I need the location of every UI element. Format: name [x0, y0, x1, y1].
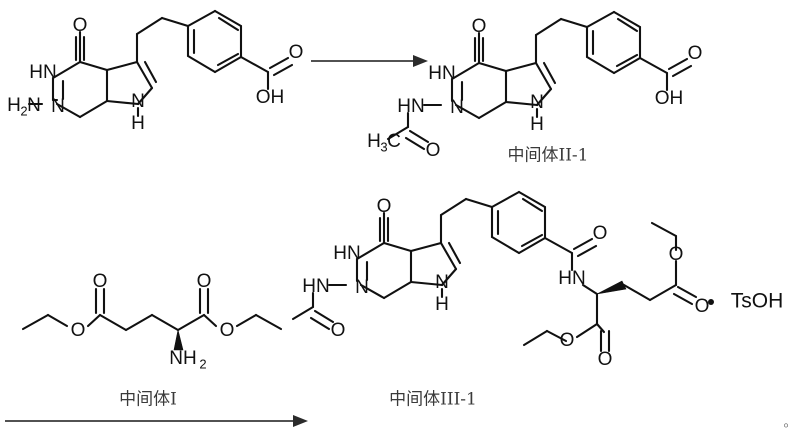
atom-label-hn: HN [333, 243, 360, 264]
salt-label-tsoh: TsOH [731, 290, 784, 313]
structure-compound-4: O HN N HN O N H O HN O O O O TsOH [291, 190, 784, 370]
atom-label-oh: OH [256, 87, 285, 108]
atom-label-hn: HN [428, 63, 455, 84]
atom-label-hn: HN [29, 62, 56, 83]
reaction-arrow-1 [311, 55, 428, 67]
atom-label-o: O [197, 271, 212, 292]
atom-label-carbonyl-o: O [688, 43, 703, 64]
trailing-period: 。 [783, 416, 796, 431]
atom-label-acetyl-o: O [331, 320, 346, 341]
atom-label-n7-h: H [131, 113, 145, 134]
atom-label-hn-acyl: HN [397, 96, 424, 117]
atom-label-ester-o-link: O [560, 330, 575, 351]
atom-label-acetyl-o: O [426, 140, 441, 161]
atom-label-h2n-n: N [27, 95, 41, 116]
atom-label-n7: N [530, 92, 544, 113]
atom-label-n7: N [131, 91, 145, 112]
atom-label-hn-acyl: HN [302, 276, 329, 297]
atom-label-carbonyl-o: O [289, 42, 304, 63]
atom-label-h3c-h: H [367, 131, 381, 152]
atom-label-h2n-2: 2 [20, 103, 27, 118]
atom-label-h2n-h: H [7, 95, 21, 116]
atom-label-o: O [73, 15, 88, 36]
atom-label-ester-o: O [598, 349, 613, 370]
atom-label-ester-o2: O [695, 296, 710, 317]
atom-label-amide-o: O [593, 223, 608, 244]
atom-label-n: N [450, 97, 464, 118]
atom-label-h3c-c: C [387, 131, 401, 152]
salt-dot [708, 299, 714, 305]
caption-intermediate-2: 中间体II-1 [508, 146, 589, 166]
atom-label-ester-o2-link: O [669, 244, 684, 265]
atom-label-n: N [51, 96, 65, 117]
atom-label-amide-hn: HN [558, 268, 585, 289]
atom-label-n7-h: H [530, 114, 544, 135]
structure-compound-2: O HN N HN H 3 C O N H O OH [367, 10, 703, 161]
atom-label-oh: OH [655, 88, 684, 109]
atom-label-o: O [472, 16, 487, 37]
atom-label-n7: N [435, 272, 449, 293]
atom-label-h3c-3: 3 [380, 139, 387, 154]
atom-label-o: O [93, 271, 108, 292]
atom-label-nh2: NH [169, 348, 196, 369]
atom-label-o: O [377, 196, 392, 217]
atom-label-nh2-2: 2 [199, 356, 206, 371]
atom-label-ester-o: O [71, 320, 86, 341]
structure-compound-1: O HN N H 2 N N H O OH [7, 9, 304, 134]
caption-intermediate-1: 中间体I [119, 390, 177, 410]
caption-intermediate-3: 中间体III-1 [389, 390, 477, 410]
structure-compound-3: O O O O NH 2 [21, 271, 283, 371]
atom-label-n7-h: H [435, 294, 449, 315]
atom-label-n: N [355, 277, 369, 298]
atom-label-ester-o: O [220, 320, 235, 341]
reaction-arrow-2: 中间体I [5, 390, 308, 427]
